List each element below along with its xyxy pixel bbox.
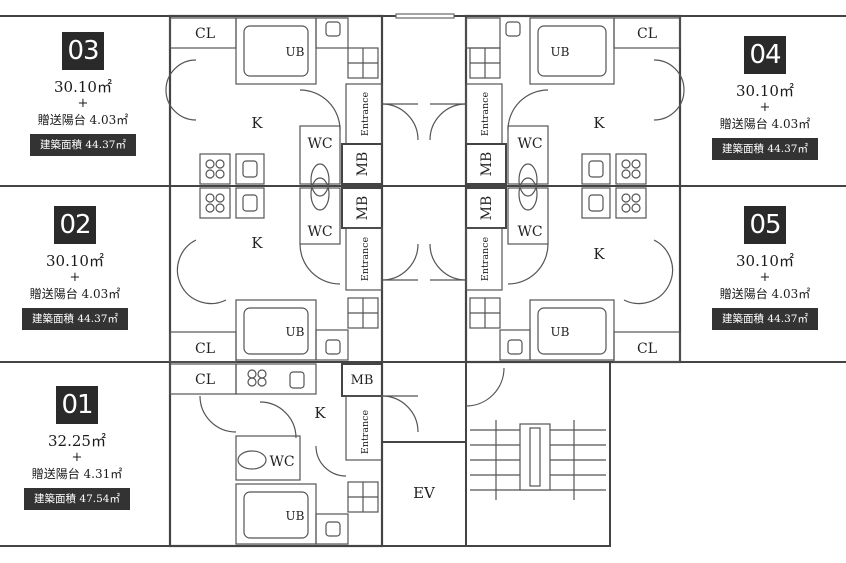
toilet-label-02: WC xyxy=(307,224,332,240)
unit-balcony: 贈送陽台 4.03㎡ xyxy=(37,113,129,127)
bath-label-04: UB xyxy=(551,45,570,59)
unit-plus: + xyxy=(759,100,771,115)
closet-label-04: CL xyxy=(637,26,657,42)
meter-box-label-01: MB xyxy=(351,373,374,388)
unit-plus: + xyxy=(759,270,771,285)
unit-number: 05 xyxy=(744,206,786,244)
meter-box-label-05: MB xyxy=(479,196,495,221)
closet-label-01: CL xyxy=(195,372,215,388)
kitchen-label-03: K xyxy=(251,114,263,132)
unit-balcony: 贈送陽台 4.03㎡ xyxy=(719,117,811,131)
unit-number: 03 xyxy=(62,32,104,70)
elevator-label: EV xyxy=(413,484,436,502)
unit-building-area: 建築面積 44.37㎡ xyxy=(22,308,128,330)
unit-info-01: 01 32.25㎡ + 贈送陽台 4.31㎡ 建築面積 47.54㎡ xyxy=(2,386,152,510)
unit-area: 30.10㎡ xyxy=(736,252,794,270)
unit-area: 30.10㎡ xyxy=(736,82,794,100)
unit-number: 04 xyxy=(744,36,786,74)
unit-plus: + xyxy=(69,270,81,285)
unit-plus: + xyxy=(71,450,83,465)
entrance-label-01: Entrance xyxy=(360,410,371,455)
unit-info-04: 04 30.10㎡ + 贈送陽台 4.03㎡ 建築面積 44.37㎡ xyxy=(690,36,840,160)
meter-box-label-04: MB xyxy=(479,152,495,177)
meter-box-label-02: MB xyxy=(355,196,371,221)
bath-label-03: UB xyxy=(286,45,305,59)
toilet-label-05: WC xyxy=(517,224,542,240)
unit-balcony: 贈送陽台 4.31㎡ xyxy=(31,467,123,481)
unit-area: 30.10㎡ xyxy=(46,252,104,270)
unit-building-area: 建築面積 44.37㎡ xyxy=(712,308,818,330)
toilet-label-03: WC xyxy=(307,136,332,152)
entrance-label-05: Entrance xyxy=(480,237,491,282)
kitchen-label-02: K xyxy=(251,234,263,252)
closet-label-02: CL xyxy=(195,341,215,357)
unit-area: 32.25㎡ xyxy=(48,432,106,450)
unit-building-area: 建築面積 47.54㎡ xyxy=(24,488,130,510)
entrance-label-02: Entrance xyxy=(360,237,371,282)
closet-label-03: CL xyxy=(195,26,215,42)
unit-info-05: 05 30.10㎡ + 贈送陽台 4.03㎡ 建築面積 44.37㎡ xyxy=(690,206,840,330)
unit-info-03: 03 30.10㎡ + 贈送陽台 4.03㎡ 建築面積 44.37㎡ xyxy=(8,32,158,156)
entrance-label-04: Entrance xyxy=(480,92,491,137)
unit-number: 01 xyxy=(56,386,98,424)
kitchen-label-01: K xyxy=(314,404,326,422)
unit-building-area: 建築面積 44.37㎡ xyxy=(712,138,818,160)
bath-label-01: UB xyxy=(286,509,305,523)
unit-area: 30.10㎡ xyxy=(54,78,112,96)
unit-balcony: 贈送陽台 4.03㎡ xyxy=(29,287,121,301)
entrance-label-03: Entrance xyxy=(360,92,371,137)
bath-label-02: UB xyxy=(286,325,305,339)
unit-building-area: 建築面積 44.37㎡ xyxy=(30,134,136,156)
meter-box-label-03: MB xyxy=(355,152,371,177)
unit-balcony: 贈送陽台 4.03㎡ xyxy=(719,287,811,301)
toilet-label-04: WC xyxy=(517,136,542,152)
unit-info-02: 02 30.10㎡ + 贈送陽台 4.03㎡ 建築面積 44.37㎡ xyxy=(0,206,150,330)
unit-number: 02 xyxy=(54,206,96,244)
closet-label-05: CL xyxy=(637,341,657,357)
kitchen-label-05: K xyxy=(593,245,605,263)
kitchen-label-04: K xyxy=(593,114,605,132)
bath-label-05: UB xyxy=(551,325,570,339)
toilet-label-01: WC xyxy=(269,454,294,470)
unit-plus: + xyxy=(77,96,89,111)
